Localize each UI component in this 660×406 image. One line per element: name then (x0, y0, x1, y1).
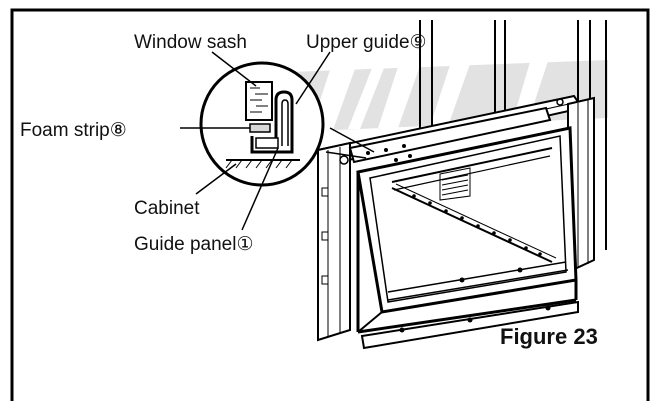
label-cabinet: Cabinet (134, 198, 200, 219)
label-upper-guide: Upper guide⑨ (306, 32, 427, 53)
label-window-sash: Window sash (134, 32, 247, 53)
cabinet-box (356, 126, 579, 350)
figure-caption: Figure 23 (500, 324, 598, 349)
label-foam-strip: Foam strip⑧ (20, 120, 127, 141)
label-guide-panel: Guide panel① (134, 234, 254, 255)
leader-lines (180, 51, 331, 231)
left-side-panel (317, 141, 351, 342)
section-detail (225, 81, 300, 169)
guide-panel-rail (348, 106, 552, 164)
figure-frame (10, 8, 650, 401)
